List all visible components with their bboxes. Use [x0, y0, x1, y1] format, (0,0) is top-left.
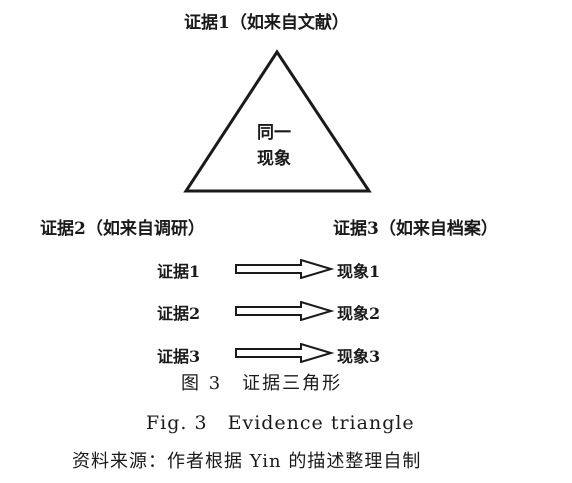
source-note: 资料来源：作者根据 Yin 的描述整理自制 [72, 451, 422, 472]
arrow-icon-3 [235, 343, 335, 363]
evidence-3-label: 证据3（如来自档案） [333, 219, 498, 239]
evidence-1-label: 证据1（如来自文献） [184, 13, 349, 33]
triangle-text-line2: 现象 [257, 149, 291, 169]
row-2-phenomenon: 现象2 [337, 304, 381, 323]
row-3-evidence: 证据3 [157, 347, 201, 366]
figure-caption-cn: 图 3 证据三角形 [181, 373, 343, 394]
triangle-shape [183, 49, 372, 193]
row-1-evidence: 证据1 [157, 262, 201, 281]
row-2-evidence: 证据2 [157, 304, 201, 323]
figure-caption-en: Fig. 3 Evidence triangle [146, 412, 415, 434]
arrow-icon-2 [235, 301, 335, 321]
triangle-text-line1: 同一 [257, 123, 291, 143]
evidence-2-label: 证据2（如来自调研） [40, 219, 205, 239]
row-1-phenomenon: 现象1 [337, 262, 381, 281]
arrow-icon-1 [235, 259, 335, 279]
row-3-phenomenon: 现象3 [337, 347, 381, 366]
